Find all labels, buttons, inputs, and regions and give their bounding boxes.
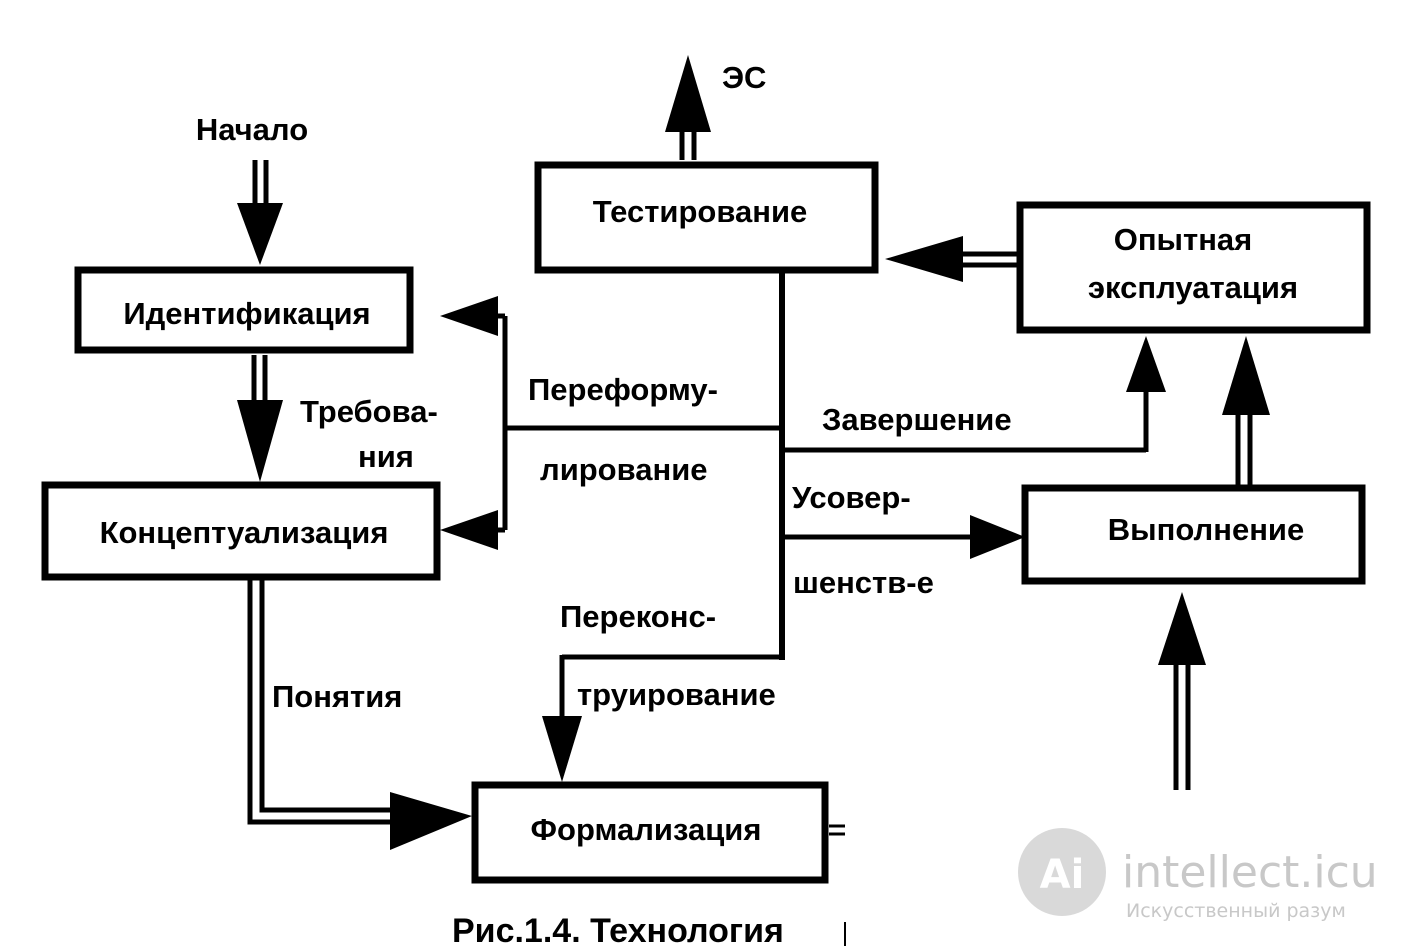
formalization-label: Формализация	[531, 812, 762, 847]
concepts-arrow	[247, 580, 472, 850]
reformulation-feedback-arrows	[440, 296, 780, 550]
identification-box: Идентификация	[74, 266, 414, 354]
watermark: Ai intellect.icu Искусственный разум	[1018, 828, 1378, 922]
improvement-arrow	[782, 515, 1025, 559]
identification-to-conceptualization-arrow	[237, 355, 283, 482]
trial-operation-label-1: Опытная	[1114, 222, 1253, 257]
reconstruction-label-2: труирование	[577, 677, 776, 712]
improvement-label-2: шенств-е	[793, 565, 934, 600]
conceptualization-box: Концептуализация	[41, 481, 441, 581]
watermark-tagline: Искусственный разум	[1126, 900, 1346, 922]
trial-operation-to-testing-arrow	[885, 236, 1018, 282]
watermark-logo-icon	[1018, 828, 1106, 916]
reconstruction-arrow	[542, 654, 782, 782]
formalization-box: Формализация	[471, 781, 829, 884]
reformulation-label-2: лирование	[540, 452, 708, 487]
reformulation-label-1: Переформу-	[528, 372, 718, 407]
start-label: Начало	[196, 112, 308, 147]
concepts-label: Понятия	[272, 679, 402, 714]
testing-box: Тестирование	[534, 161, 879, 274]
formalization-output-stub	[829, 824, 845, 836]
figure-caption: Рис.1.4. Технология	[452, 912, 784, 950]
testing-label: Тестирование	[593, 194, 808, 229]
watermark-logo-text: Ai	[1040, 852, 1085, 898]
es-label: ЭС	[722, 60, 766, 95]
trial-operation-label-2: эксплуатация	[1088, 270, 1298, 305]
execution-to-trial-operation-arrow	[1222, 336, 1270, 486]
lower-right-to-execution-arrow	[1158, 592, 1206, 790]
requirements-label-1: Требова-	[300, 394, 438, 429]
execution-box: Выполнение	[1021, 484, 1366, 585]
start-arrow: Начало	[196, 112, 308, 265]
trial-operation-box: Опытная эксплуатация	[1016, 201, 1371, 334]
execution-label: Выполнение	[1108, 512, 1304, 547]
completion-label: Завершение	[822, 402, 1012, 437]
testing-to-es-arrow: ЭС	[665, 55, 766, 160]
watermark-site: intellect.icu	[1122, 847, 1378, 898]
reconstruction-label-1: Переконс-	[560, 599, 716, 634]
requirements-label-2: ния	[358, 439, 414, 474]
identification-label: Идентификация	[123, 296, 370, 331]
improvement-label-1: Усовер-	[792, 480, 911, 515]
completion-arrow	[782, 336, 1166, 453]
conceptualization-label: Концептуализация	[100, 515, 389, 550]
